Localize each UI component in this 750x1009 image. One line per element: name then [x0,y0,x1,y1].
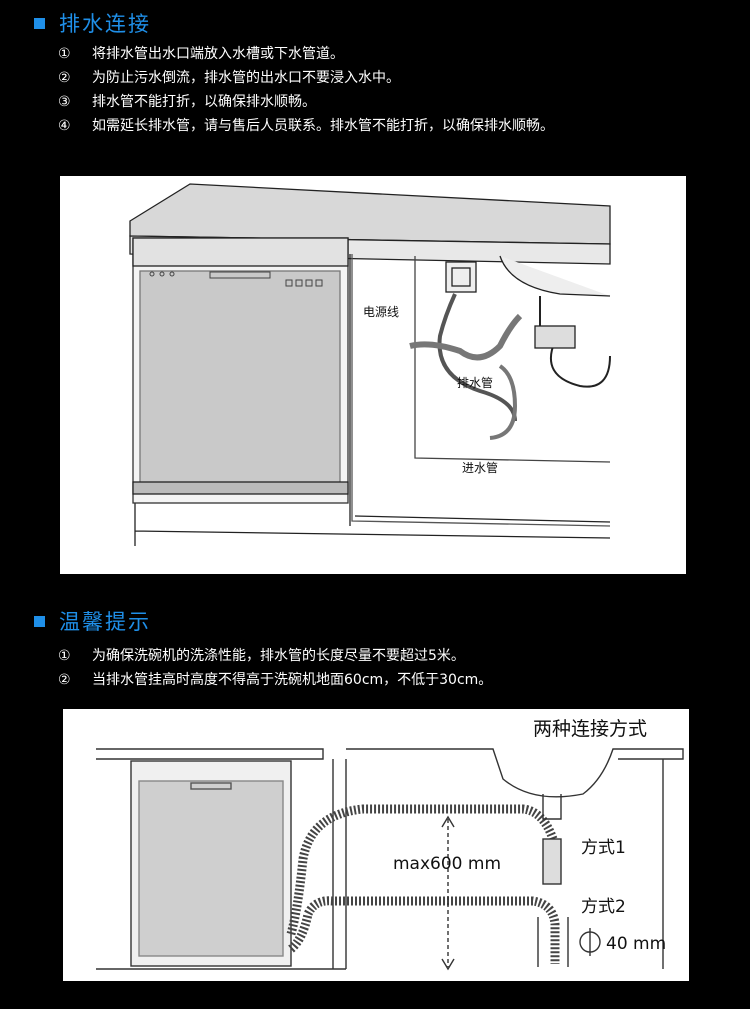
connection-illustration: 两种连接方式 max600 mm 方式1 方式2 40 [96,718,684,971]
connection-diagram: 两种连接方式 max600 mm 方式1 方式2 40 [63,709,689,981]
installation-diagram: 电源线 排水管 进水管 [60,176,686,574]
drain-hose-label: 排水管 [457,375,493,390]
power-cord-label: 电源线 [363,305,399,319]
section-title-tips: 温馨提示 [34,606,151,636]
installation-illustration: 电源线 排水管 进水管 [129,183,611,546]
method-2-label: 方式2 [581,897,626,917]
section-title-drain: 排水连接 [34,8,151,38]
method-1-label: 方式1 [581,838,626,858]
inlet-hose-label: 进水管 [462,460,498,475]
bullet-square-icon [34,615,45,627]
bullet-square-icon [34,17,45,29]
diameter-label: 40 mm [606,934,666,954]
connection-heading: 两种连接方式 [533,718,647,740]
max-height-label: max600 mm [393,854,501,874]
